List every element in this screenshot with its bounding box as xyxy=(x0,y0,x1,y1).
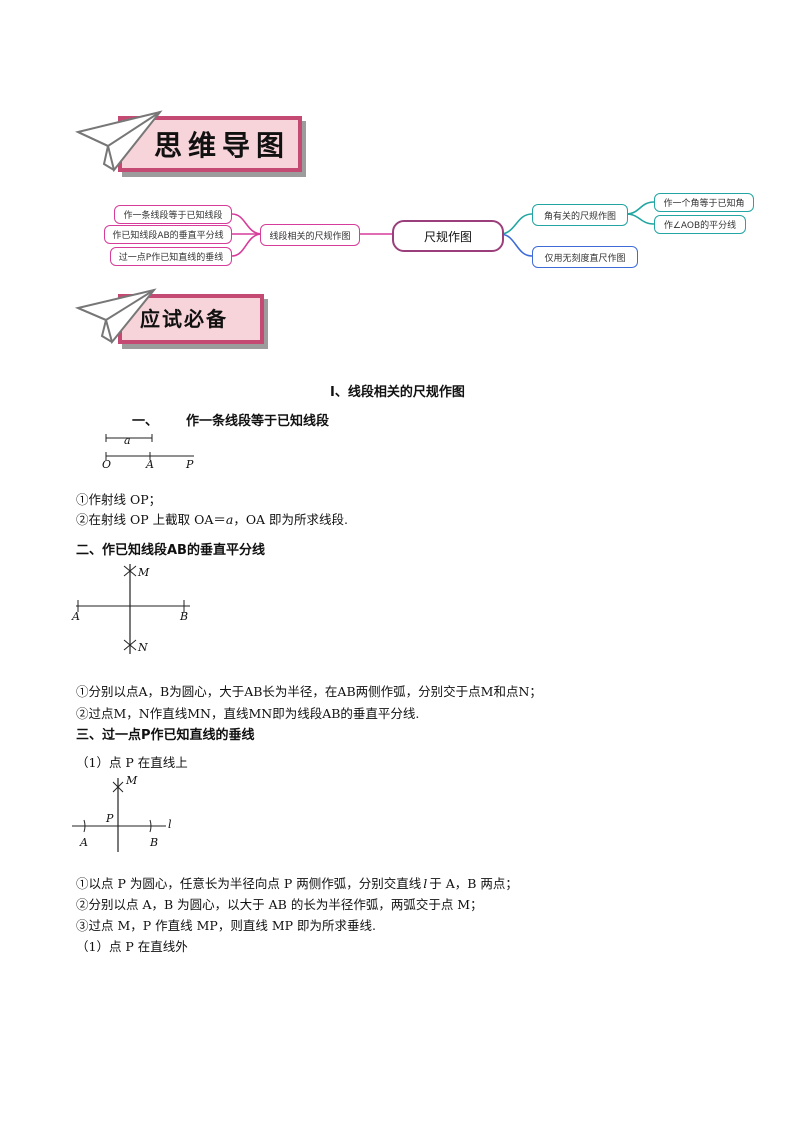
part1-step-2: ②在射线 OP 上截取 OA＝a，OA 即为所求线段. xyxy=(76,509,348,528)
figure-perpendicular-through-point xyxy=(72,778,166,852)
mind-map-banner: 思维导图 xyxy=(74,110,304,172)
fig3-label-P: P xyxy=(106,812,114,825)
fig1-label-a: a xyxy=(124,434,131,447)
banner-title: 应试必备 xyxy=(140,307,228,331)
part3-case-2: （1）点 P 在直线外 xyxy=(76,939,188,954)
fig3-label-B: B xyxy=(150,836,159,849)
fig3-label-l: l xyxy=(168,818,172,831)
mind-node-center: 尺规作图 xyxy=(392,220,504,252)
figure-perpendicular-bisector xyxy=(76,564,190,654)
mind-node-right-top: 角有关的尺规作图 xyxy=(532,204,628,226)
step2-text-a: ②在射线 OP 上截取 OA＝ xyxy=(76,512,226,527)
mind-node-right-bottom: 仅用无刻度直尺作图 xyxy=(532,246,638,268)
part3-case-1: （1）点 P 在直线上 xyxy=(76,755,188,770)
mind-node-right-top-child-1: 作一个角等于已知角 xyxy=(654,193,754,212)
fig3-label-M: M xyxy=(126,774,138,787)
part2-title: 二、作已知线段AB的垂直平分线 xyxy=(76,543,265,558)
banner-title: 思维导图 xyxy=(154,129,291,162)
mind-map: 作一条线段等于已知线段 作已知线段AB的垂直平分线 过一点P作已知直线的垂线 线… xyxy=(0,188,800,274)
mind-node-left-child-3: 过一点P作已知直线的垂线 xyxy=(110,247,232,266)
fig1-label-A: A xyxy=(146,458,154,471)
part1-title: 作一条线段等于已知线段 xyxy=(186,414,330,429)
part2-step-2: ②过点M，N作直线MN，直线MN即为线段AB的垂直平分线. xyxy=(76,706,420,721)
step1-var-l: l xyxy=(423,876,428,891)
fig1-label-O: O xyxy=(102,458,112,471)
step2-var-a: a xyxy=(225,512,234,527)
fig1-label-P: P xyxy=(186,458,194,471)
fig3-label-A: A xyxy=(80,836,88,849)
part3-step-3: ③过点 M，P 作直线 MP，则直线 MP 即为所求垂线. xyxy=(76,918,376,933)
paper-plane-icon xyxy=(74,288,157,344)
part2-step-1: ①分别以点A，B为圆心，大于AB长为半径，在AB两侧作弧，分别交于点M和点N； xyxy=(76,684,542,699)
fig2-label-N: N xyxy=(138,641,148,654)
exam-prep-banner: 应试必备 xyxy=(74,288,274,344)
section-title: Ⅰ、线段相关的尺规作图 xyxy=(330,385,465,400)
step2-text-b: ，OA 即为所求线段. xyxy=(233,512,349,527)
fig2-label-A: A xyxy=(72,610,80,623)
mind-node-right-top-child-2: 作∠AOB的平分线 xyxy=(654,215,746,234)
figure-segment-copy xyxy=(105,434,194,460)
step1-text-a: ①以点 P 为圆心，任意长为半径向点 P 两侧作弧，分别交直线 xyxy=(76,876,422,891)
part1-step-1: ①作射线 OP； xyxy=(76,492,162,507)
part3-step-2: ②分别以点 A，B 为圆心，以大于 AB 的长为半径作弧，两弧交于点 M； xyxy=(76,897,483,912)
paper-plane-icon xyxy=(74,110,163,172)
part3-title: 三、过一点P作已知直线的垂线 xyxy=(76,728,255,743)
mind-node-left-parent: 线段相关的尺规作图 xyxy=(260,224,360,246)
mind-node-left-child-1: 作一条线段等于已知线段 xyxy=(114,205,232,224)
step1-text-b: 于 A，B 两点； xyxy=(429,876,518,891)
fig2-label-B: B xyxy=(180,610,189,623)
fig2-label-M: M xyxy=(138,566,150,579)
part1-number: 一、 xyxy=(132,414,159,429)
mind-node-left-child-2: 作已知线段AB的垂直平分线 xyxy=(104,225,232,244)
